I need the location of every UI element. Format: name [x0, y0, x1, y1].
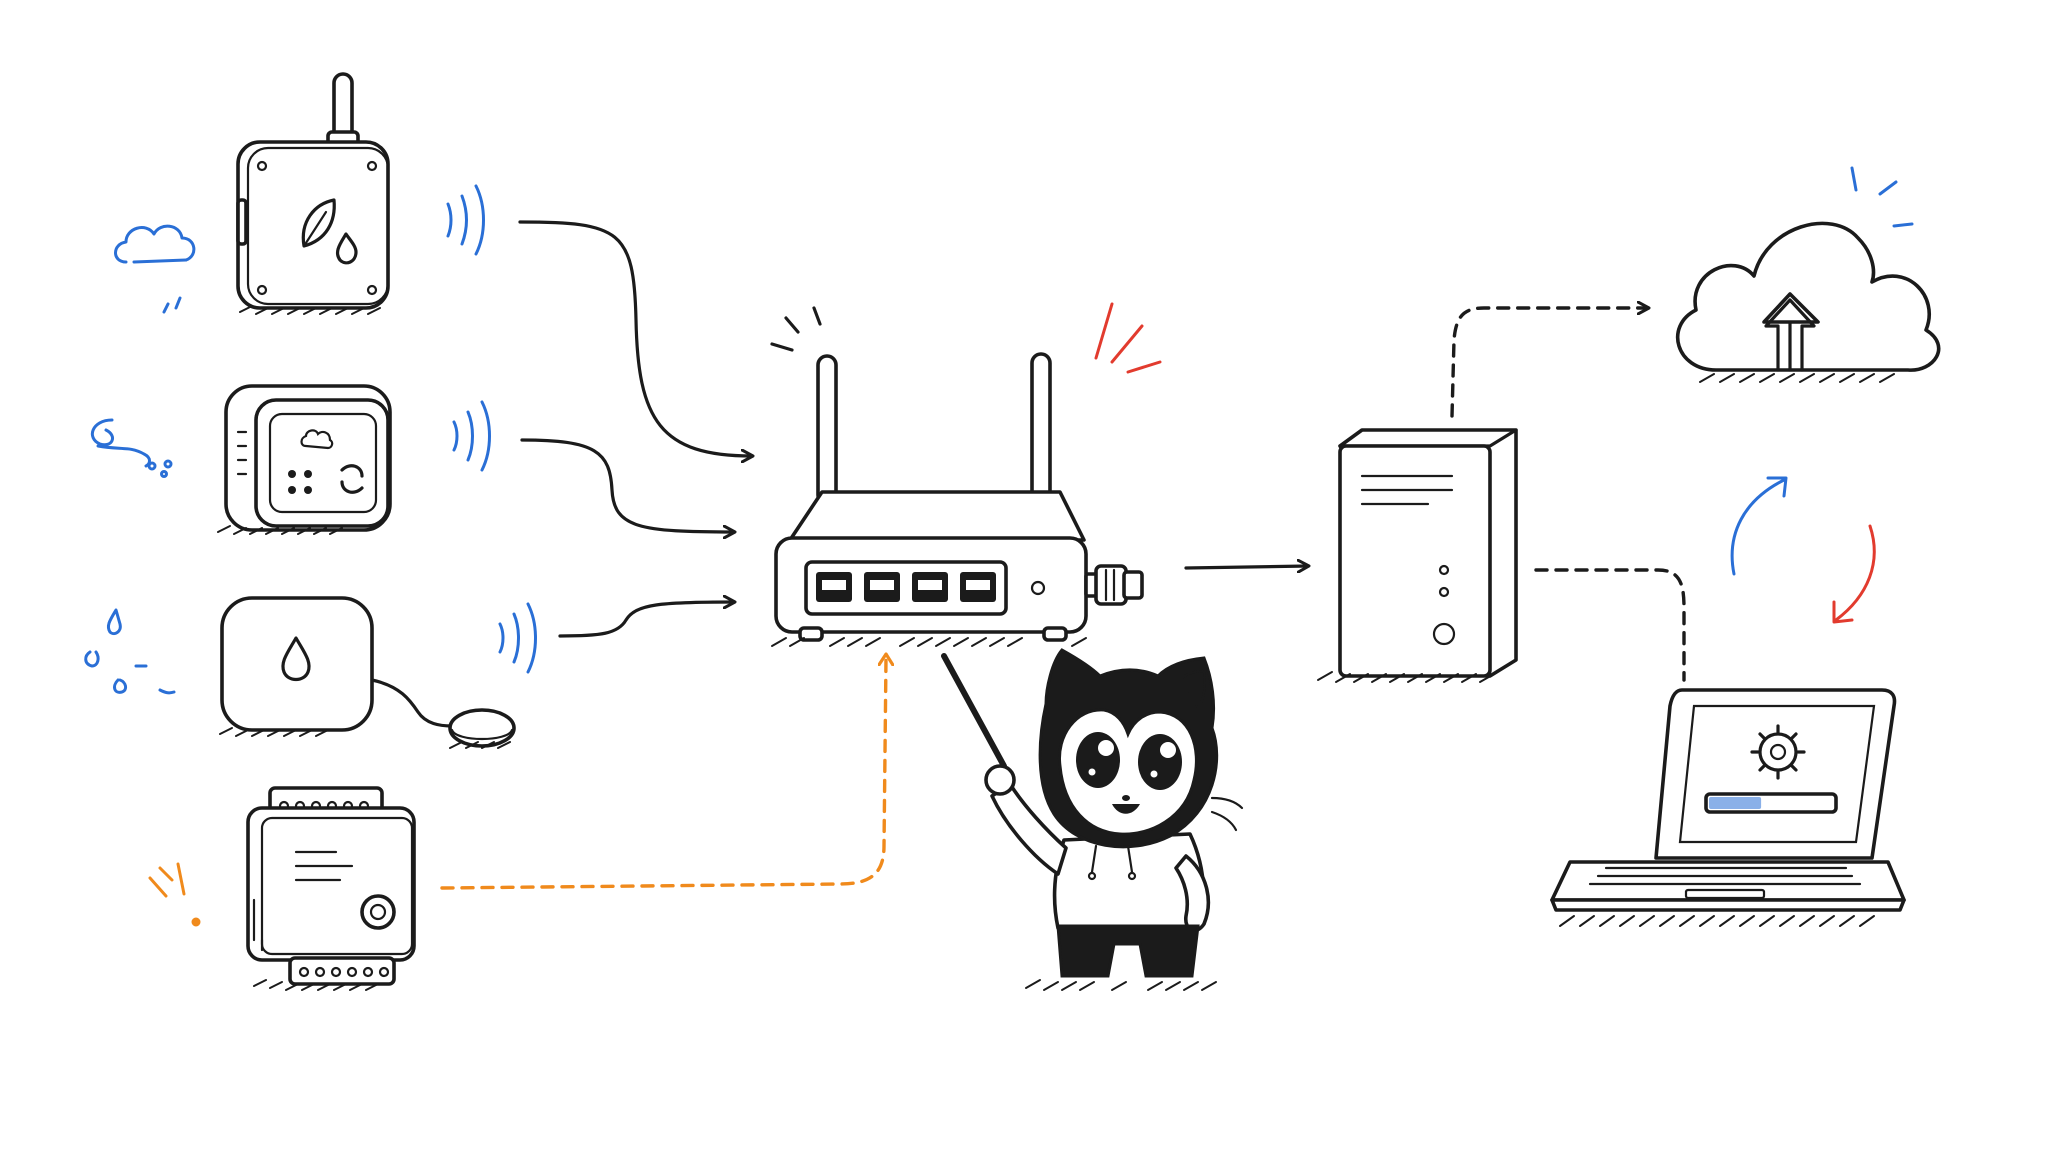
exclamation-icon: [148, 862, 201, 927]
flow-arrow-server-laptop: [1534, 568, 1686, 682]
air-quality-sensor: [217, 384, 392, 535]
water-splash-icon: [84, 608, 176, 695]
cat-presenter: [941, 648, 1244, 991]
wireless-signal-icon: [446, 184, 485, 256]
alert-lines-icon: [1094, 302, 1162, 374]
wireless-signal-icon: [498, 602, 537, 674]
server: [1317, 428, 1518, 683]
flow-arrow-sensor3-router: [558, 602, 734, 638]
pointer-stick: [941, 653, 1007, 769]
router: [771, 352, 1144, 647]
laptop: [1550, 688, 1906, 927]
wireless-signal-icon: [452, 400, 491, 472]
leaf-icon: [301, 198, 336, 248]
din-rail-controller: [246, 786, 416, 991]
flow-arrow-sensor2-router: [520, 438, 734, 532]
water-drop-icon: [281, 636, 311, 682]
upload-arrow-icon: [1764, 298, 1816, 372]
sync-down-arrow-icon: [1832, 524, 1876, 624]
wind-swirl-icon: [90, 418, 173, 478]
water-drop-icon: [335, 232, 358, 265]
flow-arrow-router-server: [1184, 566, 1308, 568]
dots-icon: [288, 470, 312, 494]
progress-bar-fill: [1709, 797, 1762, 809]
cloud-doodle-icon: [114, 224, 196, 314]
leaf-sensor: [236, 72, 390, 315]
refresh-icon: [340, 464, 364, 494]
gear-icon: [1750, 724, 1806, 780]
sync-up-arrow-icon: [1730, 476, 1788, 576]
water-leak-sensor: [219, 596, 516, 749]
sparkle-lines-icon: [1850, 166, 1914, 228]
flow-arrow-controller-router: [440, 658, 886, 890]
flow-arrow-sensor1-router: [518, 220, 752, 456]
cloud-upload: [1675, 221, 1941, 383]
motion-lines-icon: [770, 306, 822, 352]
flow-arrow-server-cloud: [1450, 308, 1648, 418]
ethernet-plug-icon: [1084, 564, 1144, 606]
small-cloud-icon: [300, 429, 334, 450]
